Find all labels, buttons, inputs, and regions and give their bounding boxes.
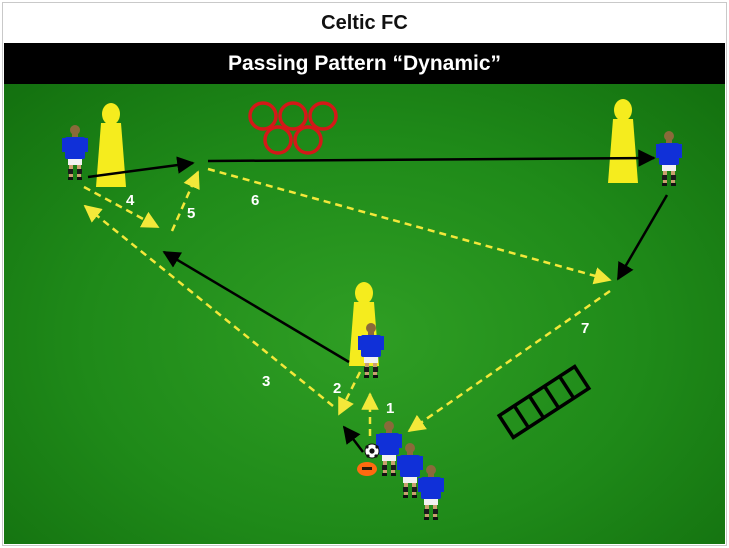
step-label-2: 2 [333,380,341,397]
pitch: 4 5 6 7 3 2 1 [4,84,725,544]
drill-diagram: 4 5 6 7 3 2 1 [62,99,682,520]
subtitle-bar: Passing Pattern “Dynamic” [4,43,725,84]
title-bar: Celtic FC [4,4,725,42]
page-title: Celtic FC [321,11,408,34]
run-arrow [162,250,350,364]
ring [293,125,323,155]
pass-arrow [407,289,611,433]
ring [278,101,308,131]
run-arrow [616,194,669,281]
pass-arrow [337,371,362,416]
player-right [656,131,682,186]
step-label-7: 7 [581,320,589,337]
run-arrow [207,149,656,167]
step-label-5: 5 [187,205,195,222]
ring [263,125,293,155]
ring [308,101,338,131]
step-label-6: 6 [251,192,259,209]
mannequin-right [608,99,638,183]
agility-rings [248,101,338,155]
run-arrow [87,156,195,179]
run-arrow [342,425,364,453]
player-queue-3 [418,465,444,520]
step-label-1: 1 [386,400,394,417]
pass-arrow [83,185,160,229]
agility-ladder [496,364,592,440]
disc-marker-icon [357,462,377,476]
player-left [62,125,88,180]
step-label-3: 3 [262,373,270,390]
pass-arrow [170,170,200,232]
pass-arrow [207,167,612,285]
pass-arrow [83,204,334,407]
ring [248,101,278,131]
step-label-4: 4 [126,192,135,209]
ball-icon [364,443,380,459]
drill-subtitle: Passing Pattern “Dynamic” [227,51,502,75]
